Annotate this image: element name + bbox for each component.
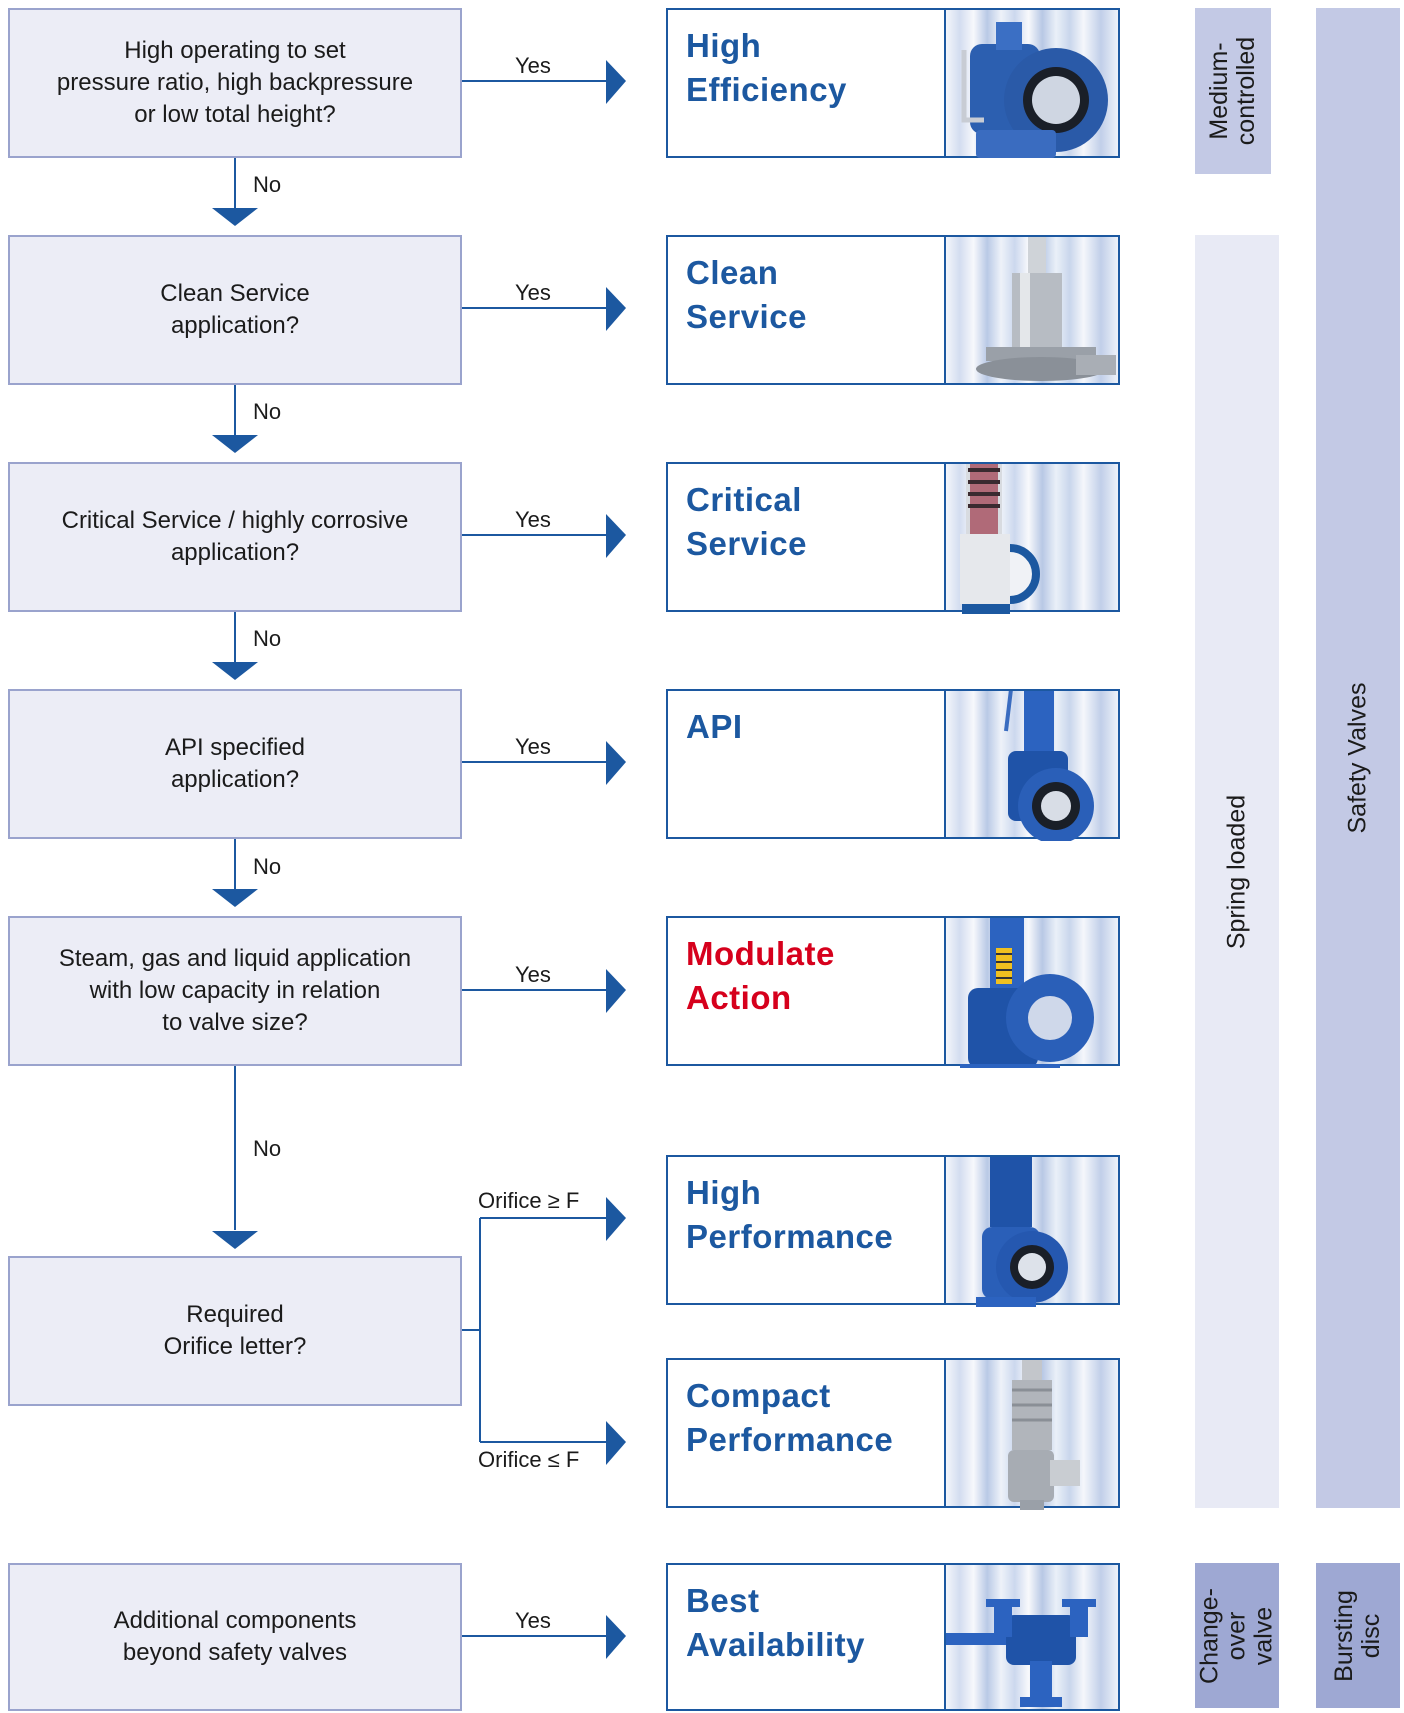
arrowhead-right [606, 969, 626, 1013]
valve-photo [944, 10, 1118, 158]
result-high-efficiency: High Efficiency [666, 8, 1120, 158]
yes-label: Yes [515, 962, 551, 987]
yes-label: Yes [515, 280, 551, 305]
category-safety-valves: Safety Valves [1316, 8, 1400, 1508]
result-best-availability: Best Availability [666, 1563, 1120, 1711]
result-critical-service: Critical Service [666, 462, 1120, 614]
question-api: API specified application? [8, 689, 462, 839]
arrowhead-right [606, 1615, 626, 1659]
arrowhead-down [212, 662, 258, 680]
category-bursting-disc: Bursting disc [1316, 1563, 1400, 1708]
yes-label: Yes [515, 507, 551, 532]
yes-label: Yes [515, 53, 551, 78]
valve-photo [944, 1360, 1118, 1510]
question-orifice: Required Orifice letter? [8, 1256, 462, 1406]
safety-valve-image [1004, 691, 1094, 841]
category-label: Safety Valves [1343, 682, 1372, 834]
safety-valve-image [976, 237, 1116, 381]
safety-valve-image [960, 464, 1040, 614]
changeover-valve-image [946, 1599, 1096, 1707]
result-title: Modulate Action [686, 935, 835, 1016]
safety-valve-image [960, 918, 1094, 1068]
result-title: High Performance [686, 1174, 894, 1255]
arrowhead-right [606, 741, 626, 785]
question-modulate-action: Steam, gas and liquid application with l… [8, 916, 462, 1066]
valve-photo [944, 918, 1118, 1068]
category-label: Spring loaded [1222, 794, 1251, 949]
category-label: Change- over valve [1195, 1587, 1278, 1684]
no-label: No [253, 172, 282, 197]
valve-photo [944, 1565, 1118, 1709]
result-title: Compact Performance [686, 1377, 894, 1458]
category-label: Medium- controlled [1205, 36, 1260, 146]
result-clean-service: Clean Service [666, 235, 1120, 385]
result-api: API [666, 689, 1120, 841]
result-title: API [686, 708, 743, 745]
category-spring-loaded: Spring loaded [1195, 235, 1279, 1508]
arrowhead-right [606, 287, 626, 331]
question-high-efficiency: High operating to set pressure ratio, hi… [8, 8, 462, 158]
yes-label: Yes [515, 1608, 551, 1633]
question-clean-service: Clean Service application? [8, 235, 462, 385]
result-title: Clean Service [686, 254, 807, 335]
valve-photo [944, 691, 1118, 841]
yes-label: Yes [515, 734, 551, 759]
orifice-ge-label: Orifice ≥ F [478, 1188, 580, 1213]
category-change-over-valve: Change- over valve [1195, 1563, 1279, 1708]
arrowhead-right [606, 60, 626, 104]
result-title: Best Availability [686, 1582, 866, 1663]
arrowhead-down [212, 1231, 258, 1249]
valve-photo [944, 1157, 1118, 1307]
arrowhead-right [606, 1197, 626, 1241]
result-modulate-action: Modulate Action [666, 916, 1120, 1068]
arrowhead-down [212, 435, 258, 453]
arrowhead-down [212, 889, 258, 907]
orifice-le-label: Orifice ≤ F [478, 1447, 580, 1472]
result-title: High Efficiency [686, 27, 847, 108]
category-medium-controlled: Medium- controlled [1195, 8, 1271, 174]
result-title: Critical Service [686, 481, 807, 562]
no-label: No [253, 1136, 282, 1161]
valve-photo [944, 464, 1118, 614]
arrowhead-down [212, 208, 258, 226]
safety-valve-image [976, 1157, 1068, 1307]
no-label: No [253, 626, 282, 651]
question-additional-components: Additional components beyond safety valv… [8, 1563, 462, 1711]
valve-photo [944, 237, 1118, 383]
question-critical-service: Critical Service / highly corrosive appl… [8, 462, 462, 612]
arrowhead-right [606, 514, 626, 558]
arrowhead-right [606, 1421, 626, 1465]
no-label: No [253, 854, 282, 879]
safety-valve-image [961, 22, 1108, 158]
category-label: Bursting disc [1330, 1589, 1385, 1682]
result-high-performance: High Performance [666, 1155, 1120, 1307]
no-label: No [253, 399, 282, 424]
result-compact-performance: Compact Performance [666, 1358, 1120, 1510]
safety-valve-image [1008, 1360, 1080, 1510]
